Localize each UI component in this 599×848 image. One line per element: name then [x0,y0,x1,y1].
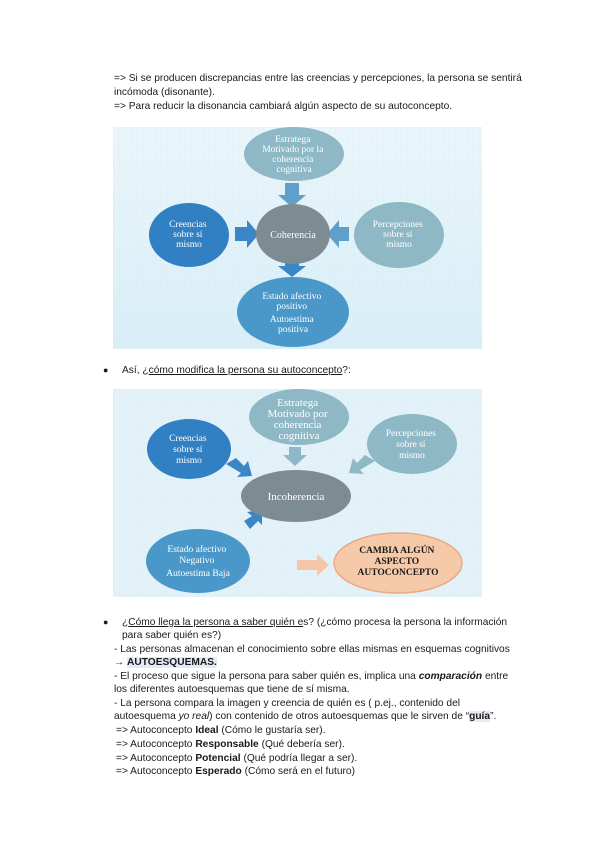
intro-line-2: incómoda (disonante). [114,87,215,98]
node-left-text: Creencias sobre sí mismo [169,220,209,250]
paragraph-2-line-2: los diferentes autoesquemas que tiene de… [114,684,350,695]
node-right-text: Percepciones sobre sí mismo [373,220,426,250]
bullet-1-text: Así, ¿cómo modifica la persona su autoco… [122,365,351,376]
node-left [149,203,229,267]
arrow-right-icon [235,220,259,248]
node-top-text: Estratega Motivado por coherencia cognit… [268,397,331,442]
list-item: => Autoconcepto Ideal (Cómo le gustaría … [116,725,326,736]
list-item: => Autoconcepto Potencial (Qué podría ll… [116,753,358,764]
list-item: => Autoconcepto Esperado (Cómo será en e… [116,766,355,777]
node-center-text: Coherencia [270,230,316,241]
list-item: => Autoconcepto Responsable (Qué debería… [116,739,345,750]
node-right [354,202,444,268]
paragraph-1-line-2: → AUTOESQUEMAS. [114,657,217,668]
arrow-down-icon [278,183,306,207]
node-right-text: Percepciones sobre sí mismo [386,429,439,461]
node-bottom-right-text: CAMBIA ALGÚN ASPECTO AUTOCONCEPTO [358,544,439,578]
arrow-down-icon [278,260,306,277]
node-bottom-right [333,532,463,594]
arrow-diag-icon [349,455,375,474]
bullet-2-line-1: ¿Cómo llega la persona a saber quién es?… [122,617,508,628]
arrow-left-icon [327,220,349,248]
intro-line-3: => Para reducir la disonancia cambiará a… [114,101,453,112]
node-bottom-left-text: Estado afectivo Negativo Autoestima Baja [166,544,230,579]
intro-line-1: => Si se producen discrepancias entre la… [114,73,522,84]
node-top-text: Estratega Motivado por la coherencia cog… [262,135,326,175]
bullet-dot: ● [103,365,109,375]
arrow-down-icon [283,447,307,466]
arrow-diag-icon [244,510,262,529]
arrow-right-icon [297,554,329,576]
bullet-dot: ● [103,617,109,627]
arrow-diag-icon [226,458,252,477]
node-bottom-left [146,529,250,593]
node-bottom-text: Estado afectivo positivo Autoestima posi… [262,291,323,335]
paragraph-3-line-2: autoesquema yo real) con contenido de ot… [114,711,497,722]
paragraph-2-line-1: - El proceso que sigue la persona para s… [114,671,509,682]
paragraph-1-line-1: - Las personas almacenan el conocimiento… [114,644,510,655]
node-bottom [237,277,349,347]
node-left [147,419,231,479]
node-center [241,470,351,522]
paragraph-3-line-1: - La persona compara la imagen y creenci… [114,698,461,709]
node-center-text: Incoherencia [268,491,325,503]
incoherence-diagram: Estratega Motivado por coherencia cognit… [113,389,482,597]
node-right [367,414,457,474]
node-top [244,127,344,181]
node-left-text: Creencias sobre sí mismo [169,434,209,466]
node-top [249,389,349,445]
bullet-2-line-2: para saber quién es?) [122,630,222,641]
coherence-diagram: Estratega Motivado por la coherencia cog… [113,127,482,349]
node-center [256,204,330,264]
